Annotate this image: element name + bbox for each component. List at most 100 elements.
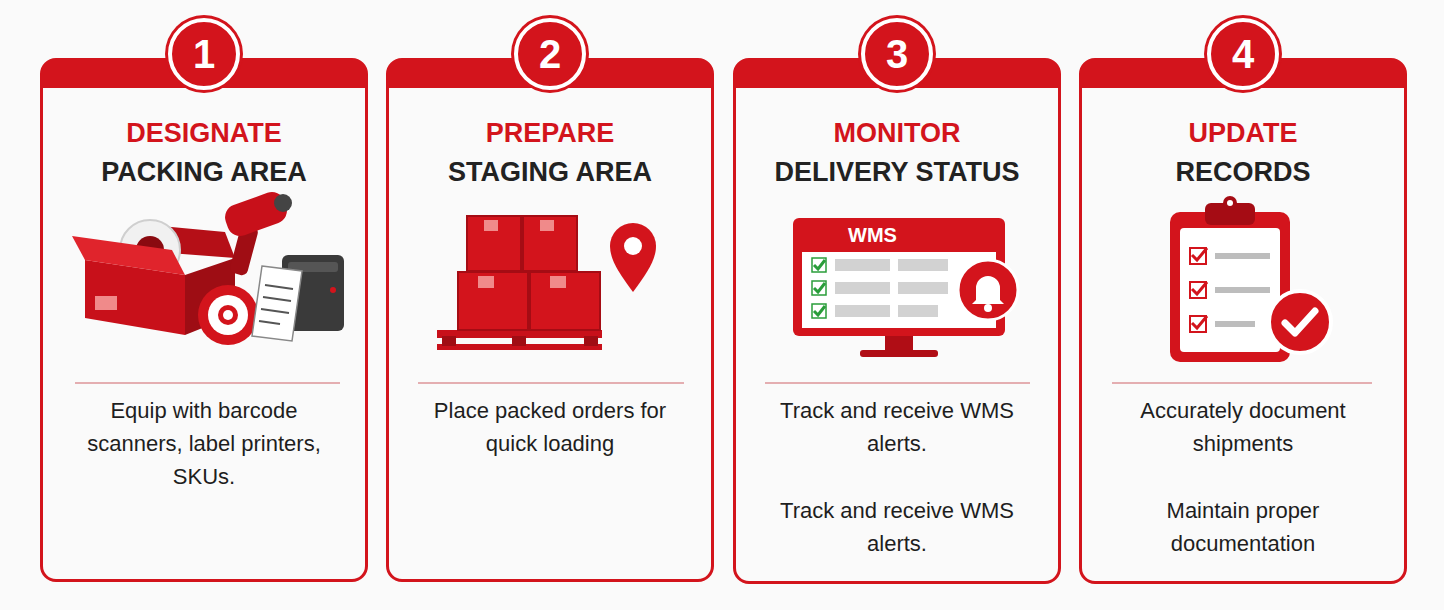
step-description: Equip with barcode scanners, label print… xyxy=(64,394,344,493)
staging-icon xyxy=(584,336,598,346)
monitor-icon xyxy=(835,282,890,294)
clipboard-icon xyxy=(1269,291,1331,353)
packing-icon xyxy=(274,194,292,212)
monitor-icon xyxy=(814,260,825,315)
clipboard-icon xyxy=(1223,196,1237,210)
staging-icon xyxy=(530,272,600,330)
staging-icon xyxy=(484,220,498,231)
clipboard-icon xyxy=(1190,316,1206,332)
clipboard-icon xyxy=(1170,212,1290,362)
step-subtitle: RECORDS xyxy=(1096,156,1390,188)
monitor-icon xyxy=(812,258,826,318)
divider-line xyxy=(75,382,340,384)
packing-icon xyxy=(259,321,280,324)
packing-icon xyxy=(95,296,117,310)
packing-icon xyxy=(198,285,258,345)
monitor-icon xyxy=(814,260,825,269)
staging-icon xyxy=(437,216,656,350)
clipboard-icon xyxy=(1285,311,1315,333)
clipboard-icon xyxy=(1192,316,1207,328)
clipboard-icon xyxy=(1227,200,1233,206)
packing-icon xyxy=(218,305,238,325)
monitor-icon xyxy=(860,350,938,357)
clipboard-icon xyxy=(1180,228,1280,352)
packing-icon xyxy=(261,309,289,313)
clipboard-icon xyxy=(1190,248,1206,332)
packing-icon xyxy=(265,285,293,289)
step-number-circle: 2 xyxy=(514,18,586,90)
step-card: UPDATE RECORDS Accurately document shipmen… xyxy=(1079,58,1407,584)
monitor-icon xyxy=(835,305,890,317)
staging-icon xyxy=(512,336,526,346)
step-title: UPDATE xyxy=(1096,117,1390,149)
step-description: Place packed orders for quick loading xyxy=(410,394,690,460)
step-number: 1 xyxy=(172,22,236,86)
step-subtitle: STAGING AREA xyxy=(403,156,697,188)
step-description: Accurately document shipments xyxy=(1103,394,1383,460)
clipboard-icon xyxy=(1215,287,1270,293)
clipboard-icon xyxy=(1215,253,1270,259)
monitor-icon xyxy=(835,259,890,271)
step-subtitle: DELIVERY STATUS xyxy=(750,156,1044,188)
step-description: Maintain proper documentation xyxy=(1103,494,1383,560)
packing-icon xyxy=(252,266,302,341)
divider-line xyxy=(1112,382,1372,384)
staging-icon xyxy=(624,237,642,255)
step-title: PREPARE xyxy=(403,117,697,149)
step-number-circle: 3 xyxy=(861,18,933,90)
divider-line xyxy=(418,382,684,384)
monitor-icon xyxy=(812,281,826,295)
clipboard-icon xyxy=(1215,321,1255,327)
monitor-icon xyxy=(898,282,948,294)
step-number: 4 xyxy=(1211,22,1275,86)
clipboard-icon xyxy=(1190,248,1206,264)
staging-icon xyxy=(442,336,456,346)
staging-icon xyxy=(458,272,528,330)
step-subtitle: PACKING AREA xyxy=(57,156,351,188)
step-description: Track and receive WMS alerts. xyxy=(757,394,1037,460)
staging-icon xyxy=(523,216,577,271)
monitor-icon xyxy=(812,258,826,272)
step-number-circle: 4 xyxy=(1207,18,1279,90)
step-number-circle: 1 xyxy=(168,18,240,90)
packing-icon xyxy=(330,287,336,293)
step-number: 2 xyxy=(518,22,582,86)
monitor-icon xyxy=(835,259,948,317)
monitor-icon xyxy=(958,260,1018,320)
clipboard-icon xyxy=(1192,248,1207,260)
step-card: DESIGNATE PACKING AREA Equip with barcode … xyxy=(40,58,368,582)
divider-line xyxy=(765,382,1030,384)
staging-icon xyxy=(540,220,554,231)
step-title: MONITOR xyxy=(750,117,1044,149)
clipboard-icon xyxy=(1192,248,1207,328)
step-card: MONITOR DELIVERY STATUS Track and receive … xyxy=(733,58,1061,584)
monitor-icon xyxy=(885,336,913,351)
monitor-icon xyxy=(814,283,825,292)
monitor-icon xyxy=(812,304,826,318)
packing-icon xyxy=(263,297,291,301)
packing-icon xyxy=(223,310,233,320)
step-number: 3 xyxy=(865,22,929,86)
clipboard-icon xyxy=(1170,196,1331,362)
monitor-icon xyxy=(972,276,1004,304)
step-card: PREPARE STAGING AREA Place packed orders f… xyxy=(386,58,714,582)
divider-line xyxy=(75,382,1372,384)
packing-icon xyxy=(72,188,344,345)
step-title: DESIGNATE xyxy=(57,117,351,149)
clipboard-icon xyxy=(1215,253,1270,327)
screen-label: WMS xyxy=(848,223,897,247)
monitor-icon xyxy=(898,305,938,317)
staging-icon xyxy=(550,276,566,288)
monitor-icon xyxy=(984,304,992,312)
packing-icon xyxy=(208,295,248,335)
monitor-icon xyxy=(898,259,948,271)
packing-icon xyxy=(259,285,293,324)
staging-icon xyxy=(467,216,521,271)
packing-icon xyxy=(72,236,185,275)
monitor-icon xyxy=(793,218,1018,357)
clipboard-icon xyxy=(1192,282,1207,294)
staging-icon xyxy=(478,276,494,288)
monitor-icon xyxy=(814,306,825,315)
clipboard-icon xyxy=(1190,282,1206,298)
staging-icon xyxy=(610,223,656,292)
